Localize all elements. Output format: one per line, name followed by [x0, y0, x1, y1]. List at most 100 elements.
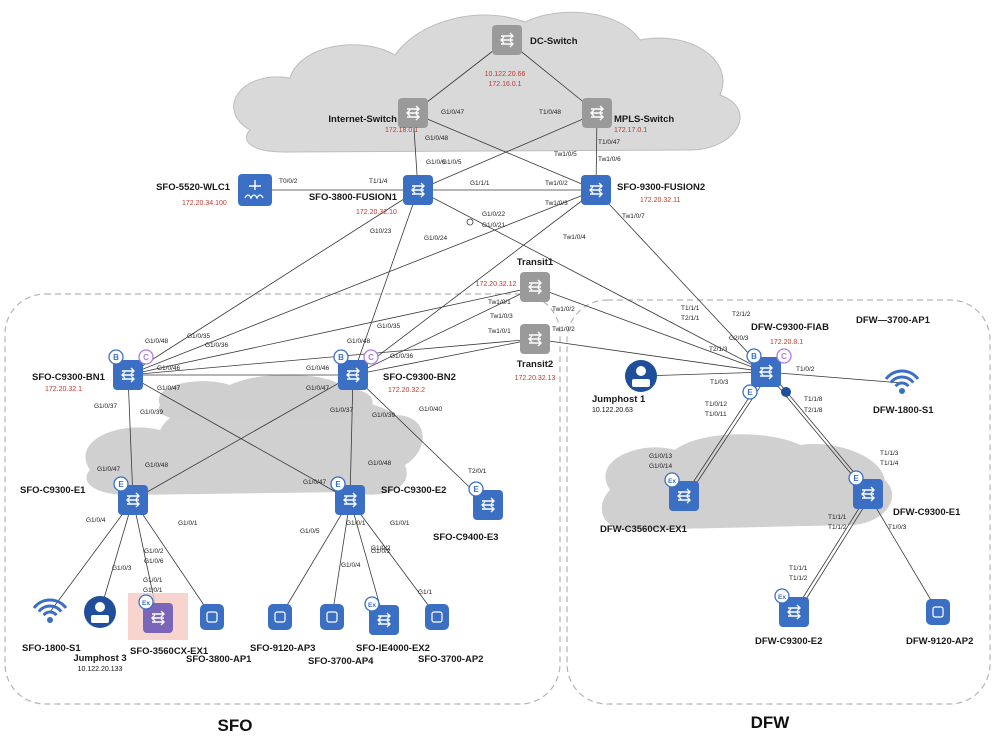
svg-text:E: E: [335, 480, 341, 489]
link-dfw_e1-dfw_e2-b: [797, 493, 873, 613]
svg-text:E: E: [747, 388, 753, 397]
device-name-label: DFW-C3560CX-EX1: [600, 524, 688, 535]
site-label-dfw: DFW: [751, 713, 791, 732]
link-sfo_e2-sfo_3700ap2: [349, 499, 438, 618]
device-sfo-e2[interactable]: E SFO-C9300-E2: [330, 476, 446, 515]
device-name-label: DFW-C9300-E2: [755, 636, 822, 647]
device-name-label: SFO-3800-FUSION1: [309, 192, 398, 203]
device-sfo-1800[interactable]: SFO-1800-S1: [22, 598, 81, 654]
link-sfo_e1-sfo_1800: [49, 499, 134, 613]
device-sfo-3800ap[interactable]: SFO-3800-AP1: [186, 604, 252, 665]
device-sfo-9120ap[interactable]: SFO-9120-AP3: [250, 604, 315, 654]
port-label: G1/0/48: [425, 135, 449, 142]
link-sfo_bn1-sfo_e2: [127, 374, 351, 501]
device-name-label: DFW-C9300-FIAB: [751, 322, 829, 333]
port-label: T2/1/8: [804, 407, 823, 414]
port-label: G1/0/5: [442, 159, 462, 166]
port-label: T1/1/8: [804, 396, 823, 403]
role-badge-ex: Ex: [364, 596, 380, 612]
port-label: G1/0/1: [143, 587, 163, 594]
port-label: G1/0/36: [390, 353, 414, 360]
svg-text:C: C: [781, 352, 787, 361]
port-label: G1/0/24: [424, 235, 448, 242]
svg-text:Ex: Ex: [368, 602, 376, 609]
device-ip-label: 172.20.32.10: [356, 209, 397, 216]
port-label: T1/1/2: [789, 575, 808, 582]
device-name-label: SFO-C9300-BN1: [32, 372, 106, 383]
device-dfw-3700ap1[interactable]: DFW—3700-AP1: [856, 315, 931, 326]
port-label: Tw1/0/3: [545, 200, 568, 207]
svg-text:Ex: Ex: [778, 594, 786, 601]
link-sfo_fusion1-sfo_bn1: [127, 189, 419, 376]
link-sfo_fusion2-dfw_fiab: [595, 189, 767, 373]
port-label: G1/0/6: [144, 558, 164, 565]
device-name-label: SFO-C9300-BN2: [383, 372, 456, 383]
device-sfo-bn2[interactable]: B C SFO-C9300-BN2 172.20.32.2: [333, 349, 456, 394]
device-name-label: SFO-C9300-E2: [381, 485, 446, 496]
port-label: T0/0/2: [279, 178, 298, 185]
device-name-label: SFO-C9300-E1: [20, 485, 86, 496]
device-ip-label: 172.20.34.100: [182, 200, 227, 207]
link-transit1-dfw_fiab: [534, 286, 767, 373]
device-ip-label: 172.17.0.1: [614, 127, 647, 134]
device-jumphost1[interactable]: Jumphost 110.122.20.63: [592, 360, 657, 414]
port-label: G1/1/1: [470, 180, 490, 187]
link-transit2-sfo_bn1: [127, 338, 536, 376]
role-badge-c: C: [363, 349, 379, 365]
device-ip-label: 172.20.8.1: [770, 339, 803, 346]
port-label: G10/23: [370, 228, 392, 235]
svg-text:E: E: [473, 485, 479, 494]
device-dfw-1800[interactable]: DFW-1800-S1: [873, 369, 934, 416]
device-sfo-3700ap4[interactable]: SFO-3700-AP4: [308, 604, 374, 667]
port-label: G1/0/2: [371, 545, 391, 552]
link-sfo_e1-jumphost3: [99, 499, 134, 613]
svg-text:B: B: [338, 353, 344, 362]
devices-layer: DC-Switch10.122.20.66172.16.0.1Internet-…: [20, 25, 973, 673]
port-label: G1/0/40: [419, 406, 443, 413]
link-dfw_e1-dfw_e2: [793, 493, 869, 613]
role-badge-e: E: [742, 384, 758, 400]
device-name-label: DFW-1800-S1: [873, 405, 934, 416]
port-label: T1/0/2: [796, 366, 815, 373]
port-label: Tw1/0/1: [488, 299, 511, 306]
device-name-label: Jumphost 3: [73, 653, 126, 664]
device-dfw-9120ap2[interactable]: DFW-9120-AP2: [906, 599, 973, 647]
device-sfo-3700ap2[interactable]: SFO-3700-AP2: [418, 604, 483, 665]
device-name-label: SFO-1800-S1: [22, 643, 81, 654]
port-label: G1/0/1: [178, 520, 198, 527]
device-ip-label: 172.20.32.2: [388, 387, 425, 394]
port-label: G1/0/39: [140, 409, 164, 416]
link-sfo_fusion1-dfw_fiab: [417, 189, 767, 373]
port-label: T2/1/2: [732, 311, 751, 318]
port-label: T2/0/1: [468, 468, 487, 475]
device-jumphost3[interactable]: Jumphost 310.122.20.133: [73, 596, 127, 673]
link-sfo_fusion1-sfo_bn2: [352, 189, 419, 376]
svg-text:B: B: [751, 352, 757, 361]
device-name-label: SFO-IE4000-EX2: [356, 643, 430, 654]
port-label: T1/1/1: [828, 514, 847, 521]
port-label: T1/0/3: [888, 524, 907, 531]
port-label: Tw1/0/2: [552, 306, 575, 313]
device-sfo-fusion1[interactable]: SFO-3800-FUSION1 172.20.32.10: [309, 175, 433, 216]
port-label: G1/0/6: [426, 159, 446, 166]
link-transit1-sfo_bn2: [352, 286, 536, 376]
device-dfw-fiab[interactable]: B C E DFW-C9300-FIAB 172.20.8.1: [742, 322, 829, 400]
link-sfo_bn1-sfo_e1: [127, 374, 134, 501]
access-point-icon: [425, 604, 449, 630]
